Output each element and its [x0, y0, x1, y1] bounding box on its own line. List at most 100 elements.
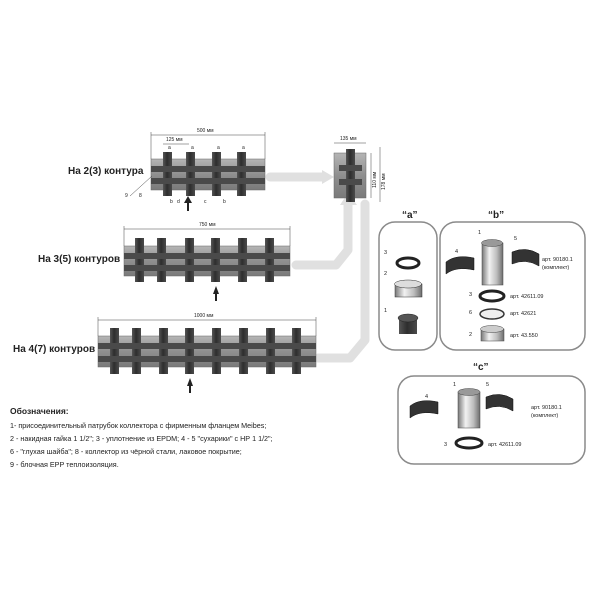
flow-connectors [265, 172, 370, 363]
pipe [211, 238, 220, 282]
detail-b: “b” 1 4 5 3 6 2 арт. 90180.1 (комплект) … [439, 210, 586, 351]
half-clamp-4 [445, 256, 475, 275]
pipe [266, 328, 275, 374]
pipe [159, 328, 168, 374]
article-number: арт. 42611.09 [510, 294, 544, 300]
pipe-fitting [457, 391, 481, 429]
manifold-3-5: На 3(5) контуров 750 мм [38, 222, 291, 301]
detail-title: “а” [402, 210, 418, 221]
legend-line: 1- присоединительный патрубок коллектора… [10, 421, 266, 430]
legend-line: 6 - "глухая шайба"; 8 - коллектор из чёр… [10, 447, 242, 456]
gasket [395, 256, 421, 270]
item-number: 3 [384, 250, 387, 256]
flow-arrow-shaft [215, 294, 217, 301]
detail-a: “а” 3 2 1 [378, 210, 438, 351]
width-dimension: 500 мм [197, 128, 214, 134]
item-number: 1 [478, 230, 481, 236]
side-view: 135 мм 110 мм 178 мм [333, 136, 387, 202]
callout-8: 8 [139, 193, 142, 199]
port-columns [124, 238, 290, 282]
article-number: арт. 43.550 [510, 333, 538, 339]
gasket [478, 289, 506, 303]
header-bar [124, 265, 290, 271]
item-number: 3 [444, 442, 447, 448]
width-dimension: 1000 мм [194, 313, 214, 319]
half-clamp-5 [511, 249, 540, 267]
manifold-label: На 4(7) контуров [13, 344, 95, 355]
fitting-top [457, 388, 481, 396]
pipe [239, 328, 248, 374]
manifold-label: На 3(5) контуров [38, 254, 120, 265]
item-number: 1 [384, 308, 387, 314]
flow-arrow-shaft [189, 386, 191, 393]
legend: Обозначения: 1- присоединительный патруб… [10, 406, 273, 469]
connector-arrowhead-top [322, 170, 334, 184]
fitting-top [481, 239, 503, 247]
item-number: 4 [455, 249, 458, 255]
port-label-a: a [191, 145, 194, 151]
item-number: 3 [469, 292, 472, 298]
header-bar [98, 343, 316, 349]
port-label-d: d [177, 199, 180, 205]
item-number: 2 [384, 271, 387, 277]
detail-c: “с” 1 4 5 3 арт. 90180.1 (комплект) арт.… [397, 362, 586, 465]
item-number: 4 [425, 394, 428, 400]
manifold-label: На 2(3) контура [68, 166, 144, 177]
port-label-a: a [242, 145, 245, 151]
pipe [110, 328, 119, 374]
flange-pipe [399, 318, 417, 334]
item-number: 6 [469, 310, 472, 316]
pitch-dimension: 125 мм [166, 137, 183, 143]
article-number: арт. 90180.1 [542, 257, 573, 263]
pipe [212, 328, 221, 374]
port-label-c: c [204, 199, 207, 205]
pipe [265, 238, 274, 282]
detail-title: “с” [473, 362, 489, 373]
side-width-dim: 135 мм [340, 136, 357, 142]
legend-title: Обозначения: [10, 406, 69, 416]
detail-frame [397, 375, 586, 465]
pipe [132, 328, 141, 374]
header-bar [98, 356, 316, 362]
half-clamp-4 [409, 400, 439, 419]
pipe-fitting [481, 242, 504, 286]
port-label-a: a [168, 145, 171, 151]
legend-line: 2 - накидная гайка 1 1/2"; 3 - уплотнени… [10, 434, 273, 443]
port-label-b: b [223, 199, 226, 205]
header-bar [124, 253, 290, 259]
pipe [292, 328, 301, 374]
detail-frame [378, 221, 438, 351]
nut-top [394, 279, 422, 289]
pipe [238, 238, 247, 282]
width-dimension: 750 мм [199, 222, 216, 228]
legend-line: 9 - блочная EPP теплоизоляция. [10, 460, 119, 469]
flow-arrow-up [213, 286, 219, 294]
connector-middle [291, 199, 353, 270]
flange-top [397, 313, 419, 323]
article-note: (комплект) [542, 265, 569, 271]
connector-bottom [313, 199, 370, 363]
article-number: арт. 90180.1 [531, 405, 562, 411]
port-label-a: a [217, 145, 220, 151]
header-bar [151, 166, 265, 172]
callout-leader [129, 175, 153, 197]
port-columns [151, 152, 265, 196]
gasket [454, 436, 484, 450]
port-labels: a a a a b b c d [168, 145, 245, 205]
manifold-4-7: На 4(7) контуров 1000 мм [13, 313, 317, 393]
port-columns [98, 328, 316, 374]
flow-arrow-up [184, 196, 192, 203]
detail-title: “b” [488, 210, 504, 221]
item-number: 1 [453, 382, 456, 388]
manifold-2-3: На 2(3) контура 500 мм 125 мм a a a a b … [68, 128, 266, 211]
flow-arrow-up [187, 378, 193, 386]
callout-9: 9 [125, 193, 128, 199]
insulation-block [97, 335, 317, 368]
article-number: арт. 42621 [510, 311, 536, 317]
pipe [185, 238, 194, 282]
blind-washer [479, 308, 505, 320]
article-number: арт. 42611.09 [488, 442, 522, 448]
pipe [237, 152, 246, 196]
item-number: 2 [469, 332, 472, 338]
